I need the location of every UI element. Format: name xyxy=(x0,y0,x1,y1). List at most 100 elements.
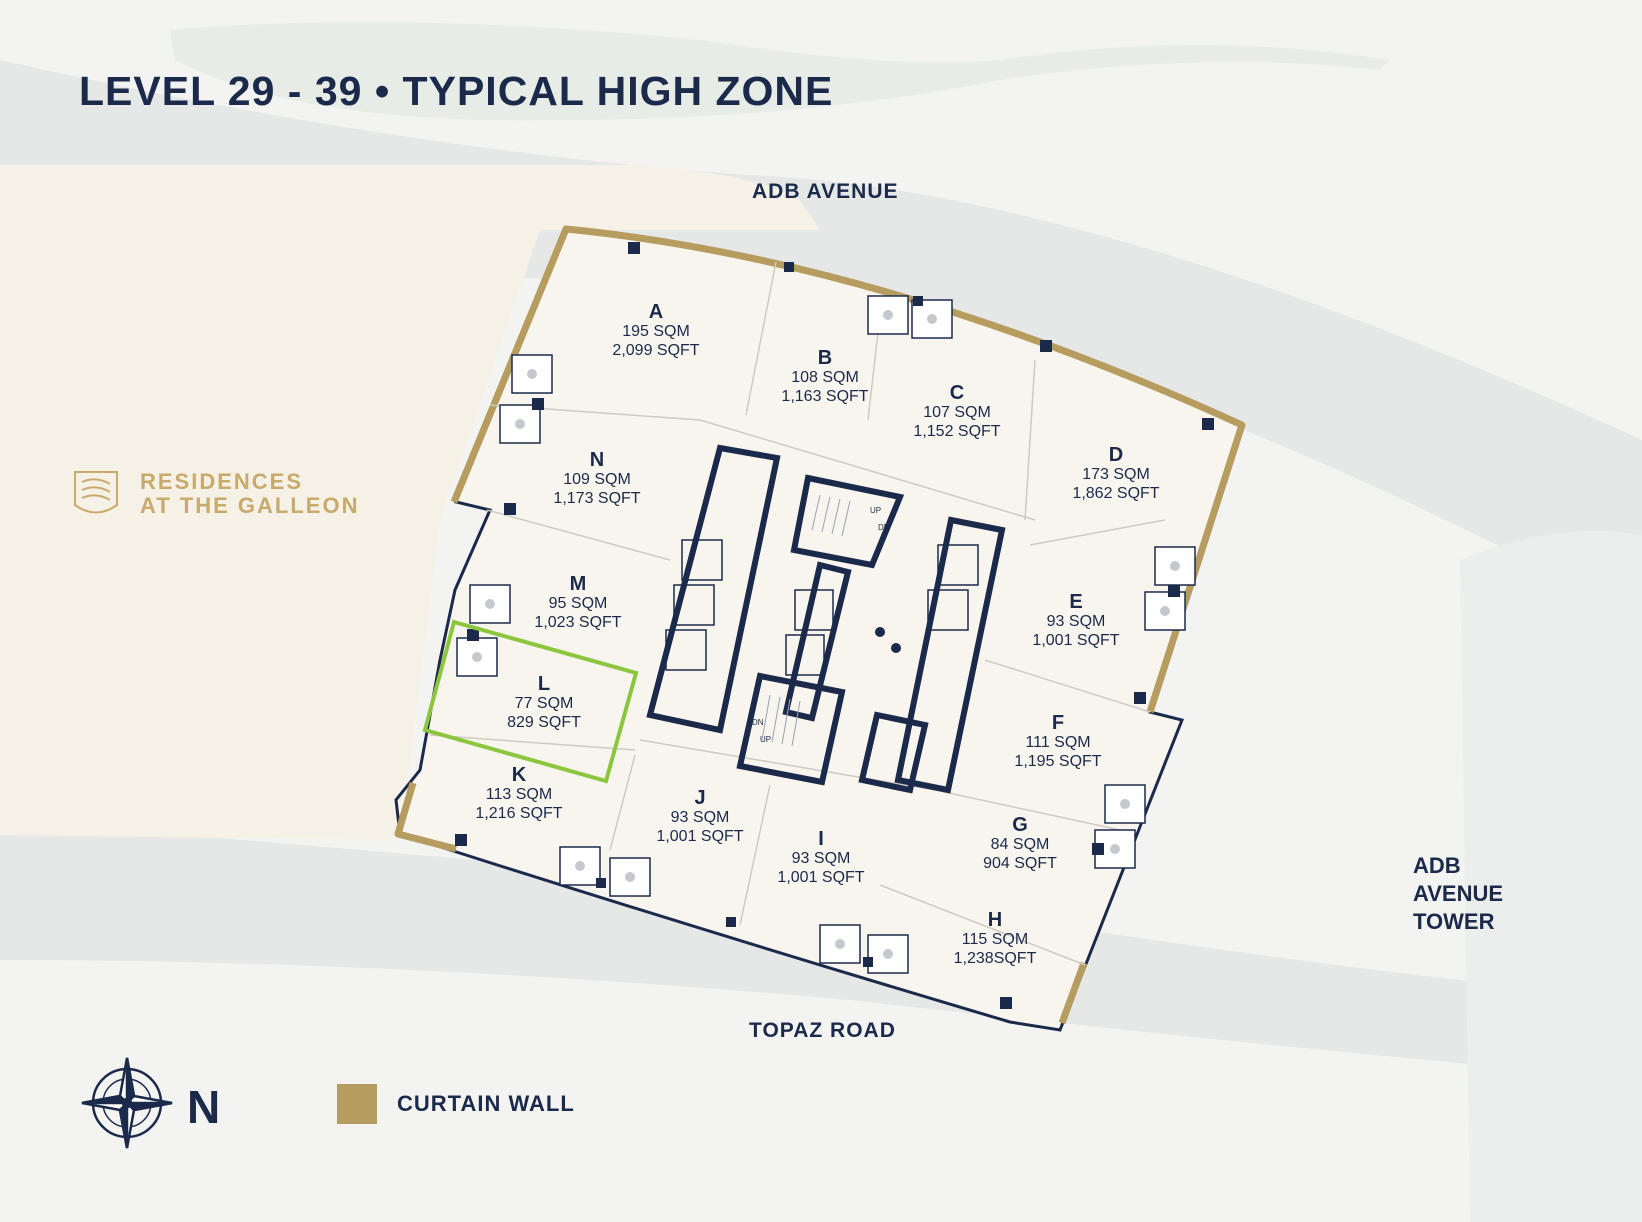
core-point xyxy=(875,627,885,637)
unit-i[interactable]: I 93 SQM 1,001 SQFT xyxy=(777,829,864,887)
columns xyxy=(455,242,1214,1009)
core-right-block xyxy=(894,516,1006,794)
unit-b[interactable]: B 108 SQM 1,163 SQFT xyxy=(781,348,868,406)
unit-letter: L xyxy=(537,673,551,695)
unit-letter: D xyxy=(1108,444,1124,466)
unit-sqft: 1,238SQFT xyxy=(953,950,1037,967)
legend-curtain-wall-swatch xyxy=(337,1084,377,1124)
unit-letter: J xyxy=(694,787,706,809)
neighbor-residence-label: RESIDENCES AT THE GALLEON xyxy=(140,470,359,518)
unit-letter: B xyxy=(817,347,833,369)
unit-m[interactable]: M 95 SQM 1,023 SQFT xyxy=(534,574,621,632)
curtain-wall xyxy=(394,225,1246,1025)
street-label-north: ADB AVENUE xyxy=(752,180,899,203)
neighbor-tower-line: ADB xyxy=(1413,853,1461,878)
unit-sqm: 173 SQM xyxy=(1082,466,1150,483)
unit-sqm: 195 SQM xyxy=(622,323,690,340)
unit-sqm: 93 SQM xyxy=(791,850,851,867)
legend-curtain-wall-label: CURTAIN WALL xyxy=(397,1091,575,1116)
ac-ledges xyxy=(456,295,1196,974)
neighbor-tower-line: TOWER xyxy=(1413,909,1495,934)
building-core: UP DN DN UP xyxy=(646,444,1006,794)
ac-ledge xyxy=(511,354,553,394)
unit-sqft: 1,163 SQFT xyxy=(781,388,869,405)
unit-n[interactable]: N 109 SQM 1,173 SQFT xyxy=(553,450,640,508)
compass-icon xyxy=(81,1057,173,1149)
unit-letter: H xyxy=(987,909,1003,931)
ac-ledge xyxy=(911,299,953,339)
lift-car xyxy=(794,589,834,631)
neighbor-tower-line: AVENUE xyxy=(1413,881,1504,906)
unit-a[interactable]: A 195 SQM 2,099 SQFT xyxy=(612,302,699,360)
unit-sqm: 115 SQM xyxy=(961,931,1029,948)
unit-letter: N xyxy=(589,449,605,471)
core-stair-south xyxy=(736,672,846,786)
partition-lines xyxy=(429,261,1166,966)
residences-logo-icon xyxy=(74,471,118,514)
unit-letter: G xyxy=(1012,814,1028,836)
lift-car xyxy=(785,634,825,676)
unit-sqm: 113 SQM xyxy=(485,786,553,803)
unit-g[interactable]: G 84 SQM 904 SQFT xyxy=(983,815,1057,873)
street-label-south: TOPAZ ROAD xyxy=(749,1019,896,1042)
unit-letter: C xyxy=(949,382,965,404)
unit-letter: E xyxy=(1069,591,1083,613)
unit-letter: I xyxy=(818,828,824,850)
unit-sqft: 1,001 SQFT xyxy=(777,869,865,886)
unit-letter: F xyxy=(1051,712,1065,734)
core-left-block xyxy=(646,444,781,734)
highlighted-unit-outline xyxy=(422,619,639,784)
page-title: LEVEL 29 - 39 • TYPICAL HIGH ZONE xyxy=(79,68,834,114)
unit-sqm: 93 SQM xyxy=(670,809,730,826)
stair-treads xyxy=(761,494,851,747)
unit-letter: A xyxy=(648,301,664,323)
unit-sqft: 1,152 SQFT xyxy=(913,423,1001,440)
stair-up-label: UP xyxy=(760,735,771,744)
site-area xyxy=(0,165,820,840)
unit-sqm: 84 SQM xyxy=(990,836,1050,853)
unit-e[interactable]: E 93 SQM 1,001 SQFT xyxy=(1032,592,1119,650)
unit-sqft: 1,001 SQFT xyxy=(656,828,744,845)
unit-d[interactable]: D 173 SQM 1,862 SQFT xyxy=(1072,445,1159,503)
core-shaft xyxy=(782,561,852,722)
unit-c[interactable]: C 107 SQM 1,152 SQFT xyxy=(913,383,1000,441)
stair-dn-label: DN xyxy=(878,523,890,532)
core-stair-north xyxy=(790,474,905,569)
lift-car xyxy=(937,544,979,586)
unit-sqft: 904 SQFT xyxy=(983,855,1057,872)
unit-sqm: 111 SQM xyxy=(1025,734,1091,751)
unit-h[interactable]: H 115 SQM 1,238SQFT xyxy=(954,910,1037,968)
stair-up-label: UP xyxy=(870,506,881,515)
unit-sqft: 1,216 SQFT xyxy=(475,805,563,822)
stair-dn-label: DN xyxy=(752,718,764,727)
unit-sqft: 1,195 SQFT xyxy=(1014,753,1102,770)
legend-north-label: N xyxy=(187,1081,221,1133)
core-point xyxy=(891,643,901,653)
lift-car xyxy=(681,539,723,581)
unit-letter: K xyxy=(511,764,527,786)
lift-car xyxy=(665,629,707,671)
unit-sqft: 2,099 SQFT xyxy=(612,342,700,359)
unit-sqm: 107 SQM xyxy=(923,404,991,421)
unit-sqm: 108 SQM xyxy=(791,369,859,386)
neighbor-residence-line: AT THE GALLEON xyxy=(140,493,360,518)
neighbor-tower-label: ADB AVENUE TOWER xyxy=(1413,852,1503,936)
unit-sqft: 1,862 SQFT xyxy=(1072,485,1160,502)
neighbor-residence-line: RESIDENCES xyxy=(140,469,304,494)
unit-l[interactable]: L 77 SQM 829 SQFT xyxy=(507,674,581,732)
unit-sqm: 95 SQM xyxy=(548,595,608,612)
core-small-block xyxy=(858,711,929,794)
unit-sqft: 1,173 SQFT xyxy=(553,490,641,507)
adjacent-lot xyxy=(1460,530,1642,1222)
unit-f[interactable]: F 111 SQM 1,195 SQFT xyxy=(1014,713,1101,771)
unit-sqft: 1,023 SQFT xyxy=(534,614,622,631)
unit-sqm: 77 SQM xyxy=(514,695,574,712)
unit-letter: M xyxy=(569,573,587,595)
green-area xyxy=(170,22,1390,121)
unit-sqm: 93 SQM xyxy=(1046,613,1106,630)
unit-sqm: 109 SQM xyxy=(563,471,631,488)
unit-j[interactable]: J 93 SQM 1,001 SQFT xyxy=(656,788,743,846)
unit-k[interactable]: K 113 SQM 1,216 SQFT xyxy=(475,765,562,823)
